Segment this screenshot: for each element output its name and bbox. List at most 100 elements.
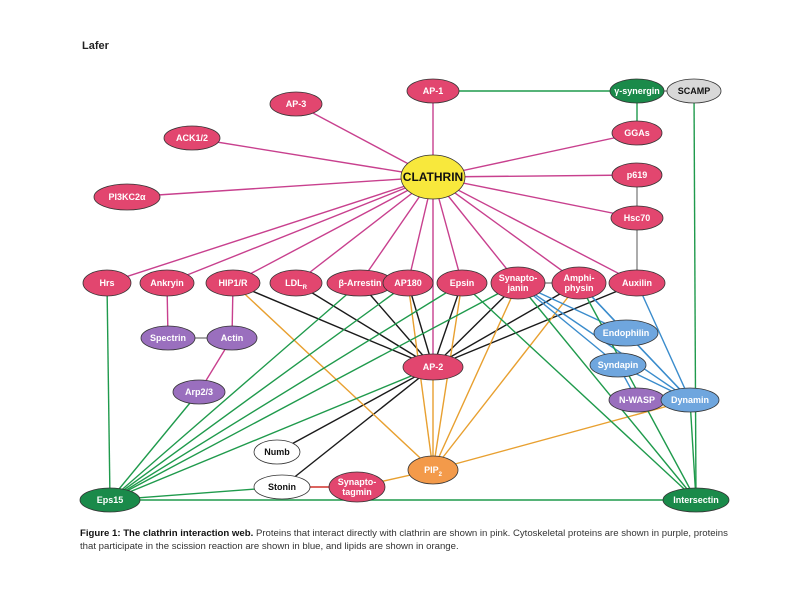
node-arp23-shape — [172, 379, 226, 405]
node-stonin-label: Stonin — [268, 482, 296, 492]
node-amphiphysin: Amphi-physin — [551, 266, 607, 300]
node-numb-label: Numb — [264, 447, 290, 457]
node-endophilin: Endophilin — [593, 319, 659, 347]
node-numb: Numb — [253, 439, 301, 465]
edge-clathrin-p619 — [432, 174, 638, 178]
node-synergin-shape — [609, 78, 665, 104]
node-ap1-shape — [406, 78, 460, 104]
node-eps15-label: Eps15 — [97, 495, 124, 505]
edge-synaptojanin-pip2 — [432, 282, 519, 471]
edge-clathrin-ack12 — [191, 137, 434, 178]
edge-hip1r-ap2 — [232, 282, 434, 368]
node-syndapin-shape — [589, 352, 647, 378]
edge-hip1r-pip2 — [232, 282, 434, 471]
node-actin-shape — [206, 325, 258, 351]
node-synaptojanin-label: janin — [506, 283, 528, 293]
node-dynamin: Dynamin — [660, 387, 720, 413]
node-synaptotagmin-label: tagmin — [342, 487, 372, 497]
edge-clathrin-ldl — [295, 176, 434, 284]
node-p619-shape — [611, 162, 663, 188]
node-clathrin-label: CLATHRIN — [403, 170, 463, 184]
node-scamp: SCAMP — [666, 78, 722, 104]
edge-barrestin-ap2 — [359, 282, 434, 368]
edge-synaptojanin-intersectin — [517, 282, 697, 501]
node-dynamin-label: Dynamin — [671, 395, 709, 405]
node-ldl: LDLR — [269, 269, 323, 297]
node-pi3kc2a-label: PI3KC2α — [108, 192, 146, 202]
node-ap180: AP180 — [382, 269, 434, 297]
node-hip1r: HIP1/R — [205, 269, 261, 297]
node-hsc70: Hsc70 — [610, 205, 664, 231]
node-barrestin: β-Arrestin — [326, 269, 394, 297]
node-eps15-shape — [79, 487, 141, 513]
node-amphiphysin-label: Amphi- — [564, 273, 595, 283]
node-spectrin-label: Spectrin — [150, 333, 186, 343]
node-hrs-shape — [82, 269, 132, 297]
node-ap2-label: AP-2 — [423, 362, 444, 372]
edge-synaptojanin-syndapin — [517, 282, 619, 366]
node-epsin-shape — [436, 269, 488, 297]
node-ap2: AP-2 — [402, 353, 464, 381]
node-intersectin-label: Intersectin — [673, 495, 719, 505]
node-arp23: Arp2/3 — [172, 379, 226, 405]
node-pi3kc2a: PI3KC2α — [93, 183, 161, 211]
node-numb-shape — [253, 439, 301, 465]
edge-synaptojanin-eps15 — [109, 282, 519, 501]
edge-clathrin-hip1r — [232, 176, 434, 284]
node-ankryin-shape — [139, 269, 195, 297]
node-intersectin-shape — [662, 487, 730, 513]
edge-auxilin-ap2 — [432, 282, 638, 368]
edge-amphiphysin-pip2 — [432, 282, 580, 471]
node-hsc70-label: Hsc70 — [624, 213, 651, 223]
node-ap1-label: AP-1 — [423, 86, 444, 96]
edge-ldl-ap2 — [295, 282, 434, 368]
node-ap2-shape — [402, 353, 464, 381]
node-spectrin: Spectrin — [140, 325, 196, 351]
node-ap180-shape — [382, 269, 434, 297]
node-epsin: Epsin — [436, 269, 488, 297]
node-clathrin-shape — [400, 154, 466, 200]
edge-ap180-eps15 — [109, 282, 409, 501]
node-ap1: AP-1 — [406, 78, 460, 104]
node-ldl-shape — [269, 269, 323, 297]
node-synaptotagmin-shape — [328, 471, 386, 503]
node-nwasp-label: N-WASP — [619, 395, 655, 405]
edge-clathrin-amphiphysin — [432, 176, 580, 284]
edge-ap2-stonin — [281, 366, 434, 488]
node-ap3-shape — [269, 91, 323, 117]
edge-ap180-ap2 — [407, 282, 434, 368]
edge-clathrin-ggas — [432, 132, 638, 178]
node-synaptojanin-label: Synapto- — [499, 273, 538, 283]
node-arp23-label: Arp2/3 — [185, 387, 213, 397]
node-ack12-shape — [163, 125, 221, 151]
node-pip2-shape — [407, 455, 459, 485]
node-barrestin-label: β-Arrestin — [338, 278, 381, 288]
node-hip1r-label: HIP1/R — [218, 278, 248, 288]
node-hsc70-shape — [610, 205, 664, 231]
node-ap3: AP-3 — [269, 91, 323, 117]
node-endophilin-label: Endophilin — [603, 328, 650, 338]
node-actin: Actin — [206, 325, 258, 351]
node-synaptotagmin-label: Synapto- — [338, 477, 377, 487]
node-dynamin-shape — [660, 387, 720, 413]
caption-text: Proteins that interact directly with cla… — [80, 528, 728, 552]
edge-arp23-eps15 — [109, 391, 200, 501]
edge-auxilin-dynamin — [636, 282, 691, 401]
node-ankryin-label: Ankryin — [150, 278, 184, 288]
edge-clathrin-hsc70 — [432, 176, 638, 219]
node-synaptojanin-shape — [490, 266, 546, 300]
node-hrs-label: Hrs — [99, 278, 114, 288]
edge-epsin-eps15 — [109, 282, 463, 501]
node-auxilin-label: Auxilin — [622, 278, 652, 288]
node-synaptojanin: Synapto-janin — [490, 266, 546, 300]
node-amphiphysin-shape — [551, 266, 607, 300]
edge-dynamin-pip2 — [432, 399, 691, 471]
node-ap3-label: AP-3 — [286, 99, 307, 109]
node-epsin-label: Epsin — [450, 278, 475, 288]
node-stonin: Stonin — [253, 474, 311, 500]
node-spectrin-shape — [140, 325, 196, 351]
node-hrs: Hrs — [82, 269, 132, 297]
node-pip2-subscript: 2 — [439, 472, 443, 478]
edge-hrs-eps15 — [106, 282, 111, 501]
